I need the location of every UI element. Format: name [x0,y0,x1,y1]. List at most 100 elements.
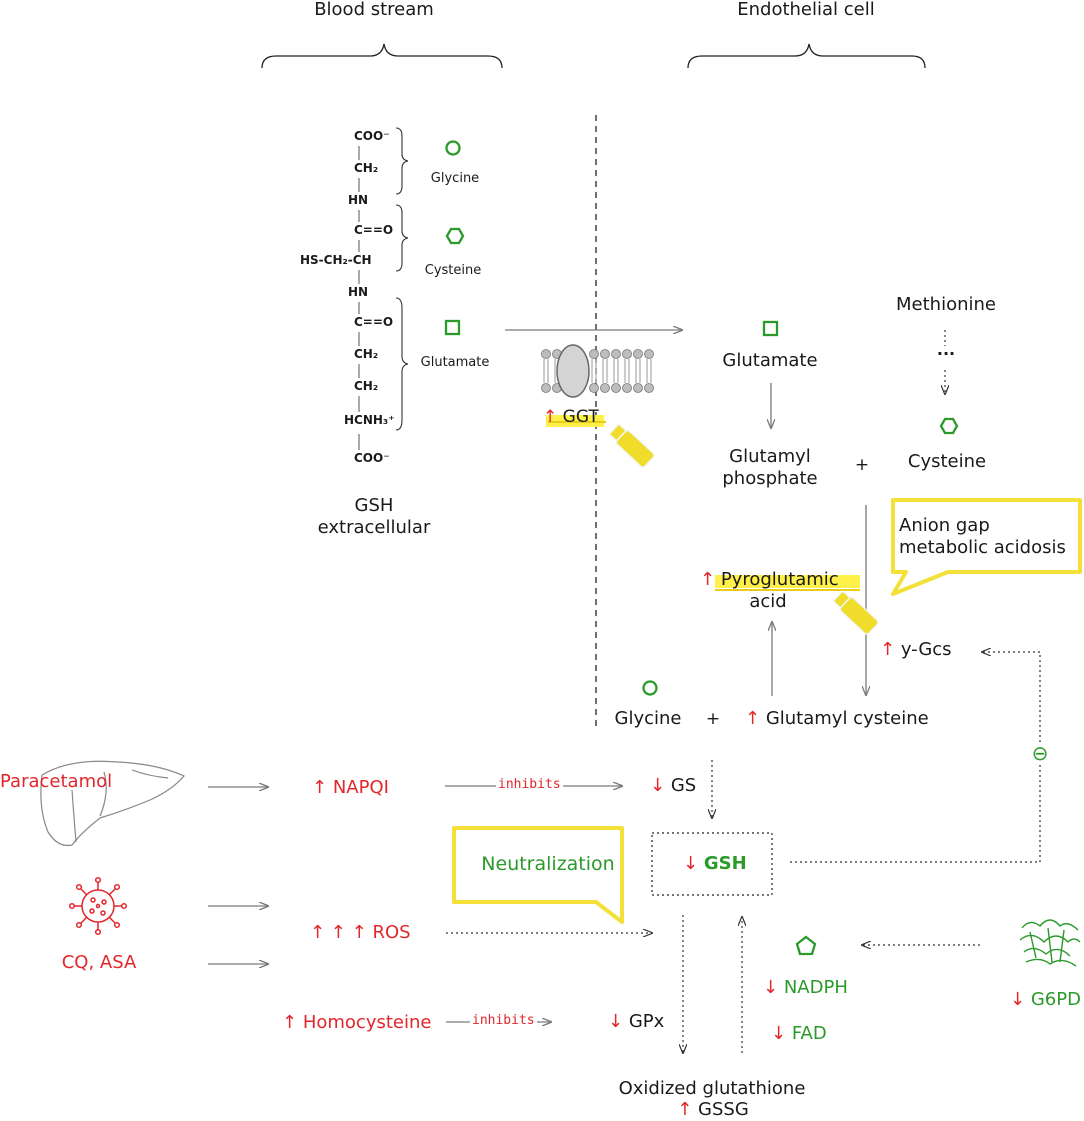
ros-label: ↑ ↑ ↑ ROS [310,922,411,944]
chem-hcnh3: HCNH₃⁺ [344,413,395,427]
gssg-up-arrow: ↑ [677,1099,693,1120]
cysteine-hexagon-icon [445,227,465,245]
homocysteine-label: ↑ Homocysteine [282,1012,432,1034]
virus-icon [68,876,128,936]
gs-label: ↓ GS [650,775,697,797]
glycine-brace [395,127,409,195]
cysteine-brace [395,204,409,272]
glutamyl-phosphate-line1: Glutamyl [729,446,811,467]
gssg-label: ↑ GSSG [677,1099,749,1121]
plus-sign-1: + [854,455,870,475]
gs-down-arrow: ↓ [650,775,666,796]
membrane-channel-icon [541,344,654,398]
highlighter-icon-pyro [715,575,879,635]
cell-cysteine-label: Cysteine [907,451,987,472]
pyroglutamic-line2: acid [749,591,787,612]
endothelial-cell-header: Endothelial cell [737,0,875,20]
cell-glycine-label: Glycine [614,708,682,729]
chem-co-1: C==O [354,223,394,237]
callout-line2: metabolic acidosis [899,537,1066,558]
chem-hs-ch2-ch: HS-CH₂-CH [300,253,372,267]
blood-brace [261,43,503,69]
ggt-label: ↑ GGT [543,407,599,428]
nadph-text: NADPH [783,977,848,998]
ggt-text: GGT [562,407,599,427]
homocysteine-up-arrow: ↑ [282,1012,298,1033]
gpx-down-arrow: ↓ [608,1011,624,1032]
glutamate-square-icon [444,319,461,336]
fad-label: ↓ FAD [771,1023,827,1045]
nadph-down-arrow: ↓ [763,977,779,998]
cell-glycine-circle-icon [642,680,658,696]
methionine-label: Methionine [896,294,996,315]
highlighter-icon-ggt [546,415,655,468]
anion-gap-callout [891,498,1082,596]
gsh-text: GSH [703,853,747,874]
g6pd-down-arrow: ↓ [1010,989,1026,1010]
nadph-pentagon-icon [795,935,817,956]
gsh-caption-line2: extracellular [317,517,431,538]
glutamate-label: Glutamate [420,355,490,370]
gpx-text: GPx [628,1011,665,1032]
cell-glutamate-label: Glutamate [722,350,818,371]
neutralization-label: Neutralization [481,853,615,875]
cell-cysteine-hexagon-icon [939,417,959,435]
chem-coo-bottom: COO⁻ [354,451,390,465]
nadph-label: ↓ NADPH [763,977,848,999]
cq-asa-label: CQ, ASA [61,952,137,973]
chem-ch2-2: CH₂ [354,347,379,361]
inhibits-label-2: inhibits [470,1013,537,1028]
chem-hn-2: HN [348,285,369,299]
plus-sign-2: + [705,709,721,729]
ggt-up-arrow: ↑ [543,407,558,427]
ros-text: ROS [372,922,411,943]
gsh-box [651,832,773,896]
gpx-label: ↓ GPx [608,1011,665,1033]
gsh-caption-line1: GSH [354,495,394,516]
g6pd-label: ↓ G6PD [1010,989,1081,1011]
liver-icon [40,760,185,847]
ygcs-up-arrow: ↑ [880,639,896,660]
glycine-circle-icon [445,140,461,156]
methionine-ellipsis: ... [936,340,956,359]
chem-hn-1: HN [348,193,369,207]
ros-up-arrows: ↑ ↑ ↑ [310,922,367,943]
chem-co-2: C==O [354,315,394,329]
napqi-label: ↑ NAPQI [312,777,389,799]
callout-line1: Anion gap [899,515,990,536]
gsh-down-arrow: ↓ [683,853,699,874]
inhibits-label-1: inhibits [496,777,563,792]
ygcs-label: ↑ y-Gcs [880,639,952,661]
fad-text: FAD [791,1023,827,1044]
homocysteine-text: Homocysteine [302,1012,432,1033]
blood-stream-header: Blood stream [314,0,434,20]
glutamyl-phosphate-line2: phosphate [722,468,818,489]
fad-down-arrow: ↓ [771,1023,787,1044]
cell-glutamate-square-icon [762,320,779,337]
paracetamol-label: Paracetamol [0,771,113,792]
napqi-up-arrow: ↑ [312,777,328,798]
glycine-label: Glycine [430,171,480,186]
pyro-text: Pyroglutamic [720,569,839,590]
gssg-text: GSSG [698,1099,749,1120]
pyro-up-arrow: ↑ [700,569,716,590]
chem-coo-top: COO⁻ [354,129,390,143]
glutamate-brace [395,297,409,431]
napqi-text: NAPQI [332,777,389,798]
enzyme-structure-icon [1019,919,1081,967]
g6pd-text: G6PD [1030,989,1081,1010]
endo-brace [687,43,926,69]
gs-text: GS [670,775,697,796]
ygcs-text: y-Gcs [900,639,952,660]
pyroglutamic-line1: ↑ Pyroglutamic [700,569,839,591]
glucys-text: Glutamyl cysteine [765,708,929,729]
glutamyl-cysteine-label: ↑ Glutamyl cysteine [745,708,929,730]
glucys-up-arrow: ↑ [745,708,761,729]
chem-ch2-1: CH₂ [354,161,379,175]
cysteine-label: Cysteine [424,263,482,278]
neutralization-callout [452,826,624,924]
oxidized-glutathione-label: Oxidized glutathione [618,1078,806,1099]
chem-ch2-3: CH₂ [354,379,379,393]
